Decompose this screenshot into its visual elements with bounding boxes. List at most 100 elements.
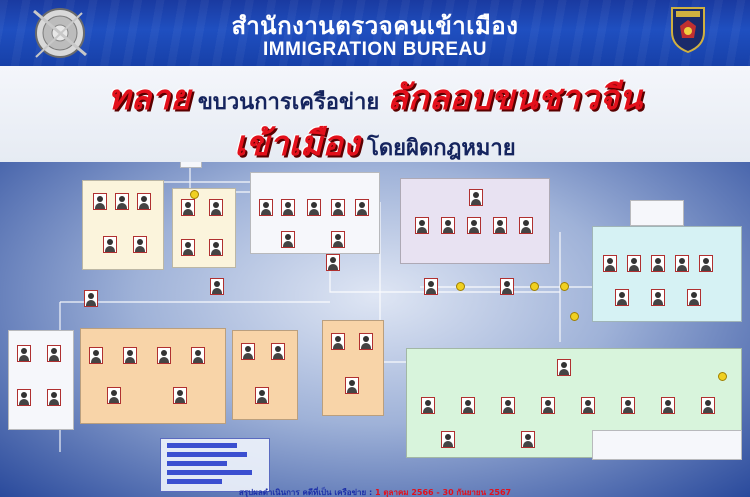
network-group-9 [322, 320, 384, 416]
person-photo-icon [359, 333, 373, 350]
bureau-title-english: IMMIGRATION BUREAU [263, 39, 487, 60]
person-photo-icon [441, 217, 455, 234]
network-group-1 [82, 180, 164, 270]
person-photo-icon [47, 389, 61, 406]
person-photo-icon [501, 397, 515, 414]
person-photo-icon [326, 254, 340, 271]
person-photo-icon [84, 290, 98, 307]
coin-icon [718, 372, 727, 381]
bureau-title-thai: สำนักงานตรวจคนเข้าเมือง [231, 12, 519, 40]
person-photo-icon [259, 199, 273, 216]
person-photo-icon [89, 347, 103, 364]
summary-period: 1 ตุลาคม 2566 - 30 กันยายน 2567 [375, 488, 512, 497]
person-photo-icon [699, 255, 713, 272]
headline-line-2: เข้าเมือง โดยผิดกฎหมาย [0, 116, 750, 170]
person-photo-icon [307, 199, 321, 216]
coin-icon [456, 282, 465, 291]
person-photo-icon [331, 231, 345, 248]
bottom-note-box [160, 438, 270, 492]
person-photo-icon [469, 189, 483, 206]
headline-word-illegal: โดยผิดกฎหมาย [359, 136, 516, 161]
note-line [167, 443, 237, 448]
network-group-5a [630, 200, 684, 226]
person-photo-icon [17, 345, 31, 362]
network-group-6 [8, 330, 74, 430]
person-photo-icon [210, 278, 224, 295]
person-photo-icon [421, 397, 435, 414]
person-photo-icon [181, 239, 195, 256]
immigration-shield-icon [671, 7, 705, 54]
person-photo-icon [281, 199, 295, 216]
header-bar: สำนักงานตรวจคนเข้าเมือง IMMIGRATION BURE… [0, 0, 750, 66]
network-group-11 [592, 430, 742, 460]
network-group-5 [592, 226, 742, 322]
person-photo-icon [281, 231, 295, 248]
coin-icon [190, 190, 199, 199]
person-photo-icon [209, 199, 223, 216]
person-photo-icon [133, 236, 147, 253]
person-photo-icon [651, 255, 665, 272]
person-photo-icon [157, 347, 171, 364]
person-photo-icon [461, 397, 475, 414]
headline-line-1: ทลาย ขบวนการเครือข่าย ลักลอบขนชาวจีน [0, 70, 750, 124]
person-photo-icon [687, 289, 701, 306]
person-photo-icon [47, 345, 61, 362]
note-line [167, 470, 252, 475]
person-photo-icon [255, 387, 269, 404]
summary-prefix: สรุปผลดำเนินการ คดีที่เป็น เครือข่าย : [238, 488, 375, 497]
person-photo-icon [103, 236, 117, 253]
person-photo-icon [181, 199, 195, 216]
person-photo-icon [415, 217, 429, 234]
person-photo-icon [115, 193, 129, 210]
person-photo-icon [581, 397, 595, 414]
network-group-3 [250, 172, 380, 254]
person-photo-icon [17, 389, 31, 406]
person-photo-icon [627, 255, 641, 272]
note-line [167, 479, 222, 484]
coin-icon [560, 282, 569, 291]
note-line [167, 452, 247, 457]
top-node-box [180, 162, 202, 168]
person-photo-icon [621, 397, 635, 414]
person-photo-icon [271, 343, 285, 360]
person-photo-icon [331, 333, 345, 350]
person-photo-icon [123, 347, 137, 364]
person-photo-icon [500, 278, 514, 295]
person-photo-icon [701, 397, 715, 414]
person-photo-icon [241, 343, 255, 360]
person-photo-icon [521, 431, 535, 448]
police-seal-icon [33, 8, 87, 58]
network-diagram [0, 162, 750, 497]
person-photo-icon [615, 289, 629, 306]
network-group-8 [232, 330, 298, 420]
person-photo-icon [675, 255, 689, 272]
person-photo-icon [519, 217, 533, 234]
coin-icon [530, 282, 539, 291]
summary-footer: สรุปผลดำเนินการ คดีที่เป็น เครือข่าย : 1… [0, 486, 750, 497]
person-photo-icon [467, 217, 481, 234]
person-photo-icon [441, 431, 455, 448]
headline-word-bust: ทลาย [107, 78, 191, 118]
person-photo-icon [107, 387, 121, 404]
person-photo-icon [191, 347, 205, 364]
person-photo-icon [137, 193, 151, 210]
network-group-7 [80, 328, 226, 424]
header-texture [0, 0, 750, 66]
person-photo-icon [93, 193, 107, 210]
headline-banner: ทลาย ขบวนการเครือข่าย ลักลอบขนชาวจีน เข้… [0, 66, 750, 164]
headline-word-network: ขบวนการเครือข่าย [190, 90, 387, 115]
coin-icon [570, 312, 579, 321]
person-photo-icon [209, 239, 223, 256]
person-photo-icon [557, 359, 571, 376]
person-photo-icon [603, 255, 617, 272]
person-photo-icon [661, 397, 675, 414]
headline-word-entry: เข้าเมือง [234, 124, 360, 164]
person-photo-icon [331, 199, 345, 216]
note-line [167, 461, 227, 466]
person-photo-icon [355, 199, 369, 216]
person-photo-icon [345, 377, 359, 394]
headline-word-smuggling: ลักลอบขนชาวจีน [386, 78, 643, 118]
person-photo-icon [493, 217, 507, 234]
person-photo-icon [424, 278, 438, 295]
network-group-4 [400, 178, 550, 264]
